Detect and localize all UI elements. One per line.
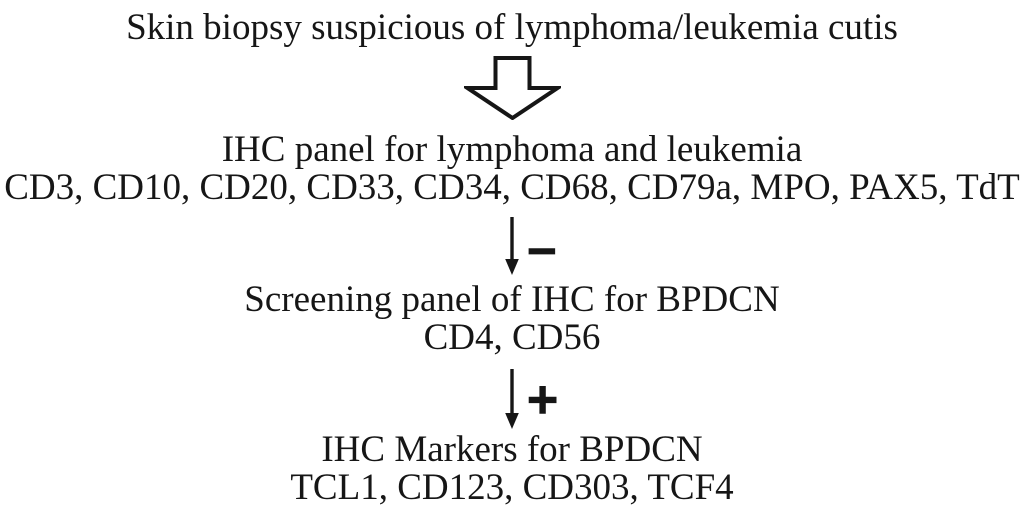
flow-start-label: Skin biopsy suspicious of lymphoma/leuke…: [126, 7, 898, 48]
block-down-arrow-icon: [463, 56, 561, 120]
step-markers: TCL1, CD123, CD303, TCF4: [290, 467, 734, 508]
flow-step-bpdcn-markers: IHC Markers for BPDCN TCL1, CD123, CD303…: [290, 431, 733, 507]
connector-negative-result: −: [442, 217, 582, 275]
flow-step-screening-panel: Screening panel of IHC for BPDCN CD4, CD…: [244, 281, 779, 357]
down-arrow-icon: [505, 217, 519, 275]
step-markers: CD4, CD56: [423, 317, 601, 358]
step-title: IHC Markers for BPDCN: [321, 429, 703, 470]
negative-result-label: −: [524, 228, 559, 274]
step-markers: CD3, CD10, CD20, CD33, CD34, CD68, CD79a…: [4, 167, 1020, 208]
step-title: Screening panel of IHC for BPDCN: [244, 279, 780, 320]
down-arrow-icon: [505, 369, 519, 429]
flow-step-ihc-panel: IHC panel for lymphoma and leukemia CD3,…: [4, 131, 1020, 207]
positive-result-label: +: [524, 374, 561, 423]
step-title: IHC panel for lymphoma and leukemia: [221, 129, 803, 170]
connector-positive-result: +: [442, 369, 582, 429]
